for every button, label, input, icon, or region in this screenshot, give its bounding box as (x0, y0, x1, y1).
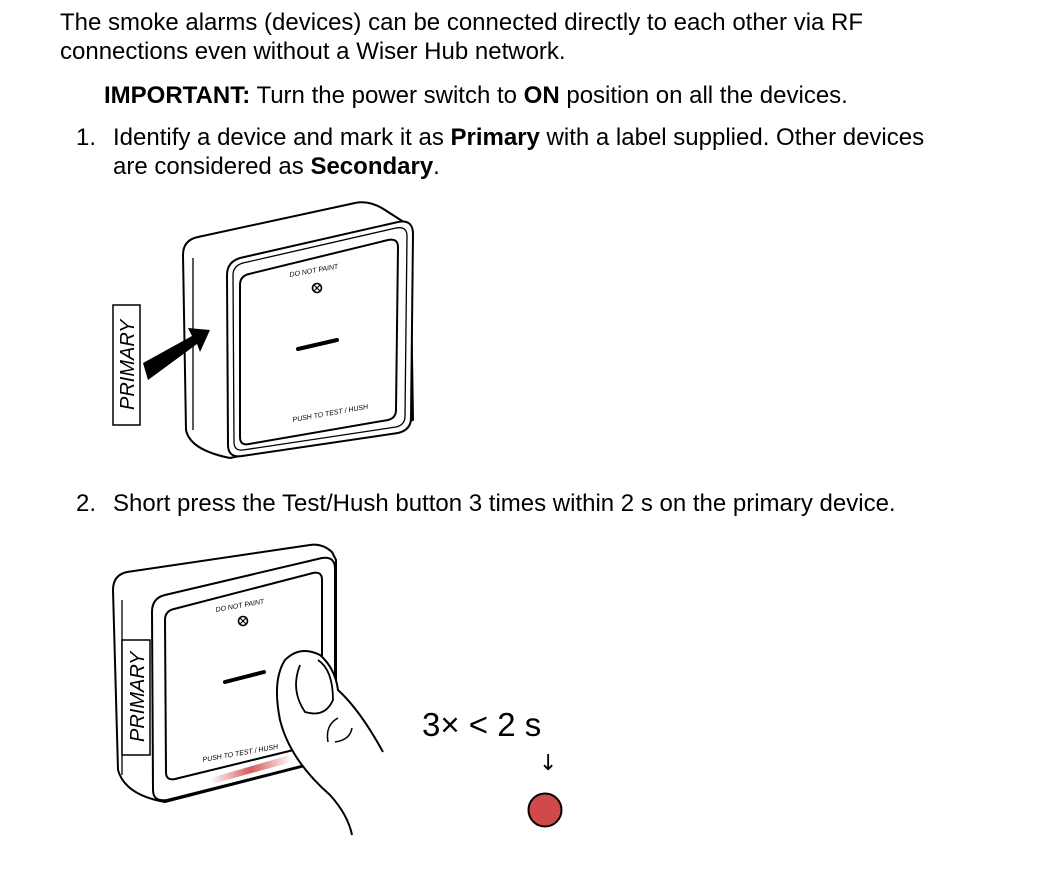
important-note: IMPORTANT: Turn the power switch to ON p… (104, 81, 848, 110)
timing-text: 3× < 2 s (422, 706, 541, 743)
led-glow (210, 755, 292, 784)
primary-label-sticker (112, 304, 141, 426)
step-1-period: . (433, 153, 440, 180)
important-text: Turn the power switch to (250, 82, 524, 109)
primary-label-text: PRIMARY (127, 650, 149, 742)
red-led-indicator (527, 792, 563, 828)
step-1-bold-2: Secondary (310, 153, 434, 180)
figure-2-smoke-alarm-press: DO NOT PAINT PUSH TO TEST / HUSH PRIMARY… (112, 543, 563, 836)
intro-line-1: The smoke alarms (devices) can be connec… (60, 9, 864, 36)
important-emphasis: ON (523, 82, 560, 109)
step-1-text-2: are considered as (113, 153, 311, 180)
important-label: IMPORTANT: (104, 82, 251, 109)
step-1-number: 1. (76, 124, 97, 151)
primary-label-text: PRIMARY (117, 318, 139, 410)
important-text-end: position on all the devices. (559, 82, 848, 109)
step-2-number: 2. (76, 490, 97, 517)
figure-1-smoke-alarm: DO NOT PAINT PUSH TO TEST / HUSH PRIMARY (112, 201, 414, 459)
intro-line-2: connections even without a Wiser Hub net… (60, 38, 566, 65)
test-button-slot (296, 338, 339, 351)
arrow-icon (143, 328, 210, 380)
down-arrow-icon: ↓ (539, 751, 557, 776)
step-1-line-1: Identify a device and mark it as Primary… (113, 123, 924, 152)
step-2-text: Short press the Test/Hush button 3 times… (113, 490, 896, 517)
alarm-face (239, 238, 399, 446)
primary-label-sticker (121, 639, 151, 756)
step-1-bold: Primary (450, 124, 540, 151)
step-1-line-2: are considered as Secondary. (113, 152, 440, 181)
step-1-text: Identify a device and mark it as (113, 124, 451, 151)
test-button-slot (223, 670, 266, 684)
step-1-text-end: with a label supplied. Other devices (539, 124, 925, 151)
finger-icon (275, 650, 384, 836)
